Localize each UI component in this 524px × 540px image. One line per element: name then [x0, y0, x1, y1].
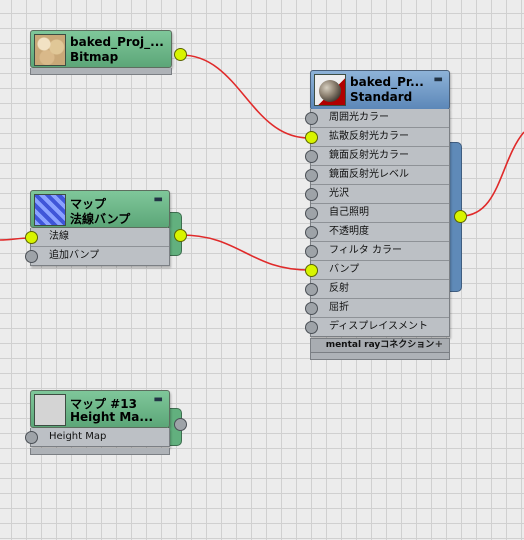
- slot-height-map-port[interactable]: [25, 431, 38, 444]
- material-node[interactable]: baked_Pr... Standard ▬ 周囲光カラー 拡散反射光カラー 鏡…: [305, 70, 467, 362]
- height-map-output-port[interactable]: [174, 418, 187, 431]
- height-map-node-type: Height Ma...: [70, 410, 154, 424]
- slot-normal-port[interactable]: [25, 231, 38, 244]
- normal-bump-slot-list: 法線 追加バンプ: [25, 228, 170, 266]
- slot-opacity-port[interactable]: [305, 226, 318, 239]
- slot-refraction[interactable]: 屈折: [305, 299, 449, 318]
- height-map-node-header[interactable]: マップ #13 Height Ma... ▬: [30, 390, 170, 428]
- material-node-header[interactable]: baked_Pr... Standard ▬: [310, 70, 450, 110]
- material-node-type: Standard: [350, 90, 413, 104]
- bitmap-node-title: baked_Proj_...: [70, 35, 164, 49]
- mental-ray-connection-label: mental rayコネクション: [325, 340, 435, 350]
- normal-bump-node[interactable]: マップ 法線バンプ ▬ 法線 追加バンプ: [25, 190, 187, 270]
- bitmap-node[interactable]: baked_Proj_... Bitmap: [30, 30, 187, 78]
- normal-bump-node-title: マップ: [70, 197, 107, 211]
- slot-reflection[interactable]: 反射: [305, 280, 449, 299]
- height-map-thumbnail: [34, 394, 66, 426]
- slot-bump[interactable]: バンプ: [305, 261, 449, 280]
- slot-opacity[interactable]: 不透明度: [305, 223, 449, 242]
- slot-displacement-port[interactable]: [305, 321, 318, 334]
- normal-bump-output-port[interactable]: [174, 229, 187, 242]
- slot-additional-bump[interactable]: 追加バンプ: [25, 247, 169, 265]
- slot-ambient-color[interactable]: 周囲光カラー: [305, 109, 449, 128]
- slot-additional-bump-port[interactable]: [25, 250, 38, 263]
- normal-bump-minimize-icon[interactable]: ▬: [153, 194, 163, 205]
- slot-reflection-port[interactable]: [305, 283, 318, 296]
- bitmap-output-port[interactable]: [174, 48, 187, 61]
- bitmap-thumbnail: [34, 34, 66, 66]
- slot-displacement[interactable]: ディスプレイスメント: [305, 318, 449, 336]
- slot-refraction-port[interactable]: [305, 302, 318, 315]
- height-map-node-base: [30, 448, 170, 455]
- material-node-base: [310, 353, 450, 360]
- bitmap-node-base: [30, 68, 172, 75]
- normal-bump-node-type: 法線バンプ: [70, 212, 131, 226]
- slot-diffuse-color-port[interactable]: [305, 131, 318, 144]
- material-node-title: baked_Pr...: [350, 75, 424, 89]
- slot-glossiness[interactable]: 光沢: [305, 185, 449, 204]
- slot-ambient-color-port[interactable]: [305, 112, 318, 125]
- slot-self-illumination[interactable]: 自己照明: [305, 204, 449, 223]
- height-map-node-title: マップ #13: [70, 397, 137, 411]
- wire-bitmap-to-diffuse: [180, 54, 310, 139]
- slot-filter-color-port[interactable]: [305, 245, 318, 258]
- material-slot-list: 周囲光カラー 拡散反射光カラー 鏡面反射光カラー 鏡面反射光レベル 光沢 自己照…: [305, 109, 450, 337]
- slot-diffuse-color[interactable]: 拡散反射光カラー: [305, 128, 449, 147]
- slot-specular-color-port[interactable]: [305, 150, 318, 163]
- slot-normal[interactable]: 法線: [25, 228, 169, 247]
- bitmap-node-header[interactable]: baked_Proj_... Bitmap: [30, 30, 172, 68]
- mental-ray-connection-rollout[interactable]: mental rayコネクション +: [310, 338, 450, 353]
- normal-bump-thumbnail: [34, 194, 66, 226]
- normal-bump-node-header[interactable]: マップ 法線バンプ ▬: [30, 190, 170, 228]
- height-map-node[interactable]: マップ #13 Height Ma... ▬ Height Map: [25, 390, 187, 460]
- height-map-slot-list: Height Map: [25, 428, 170, 447]
- material-sphere-icon: [319, 80, 341, 102]
- slot-specular-level-port[interactable]: [305, 169, 318, 182]
- expand-plus-icon[interactable]: +: [434, 339, 443, 350]
- wire-material-out: [460, 131, 524, 217]
- slot-specular-level[interactable]: 鏡面反射光レベル: [305, 166, 449, 185]
- slot-self-illumination-port[interactable]: [305, 207, 318, 220]
- slot-specular-color[interactable]: 鏡面反射光カラー: [305, 147, 449, 166]
- slot-height-map[interactable]: Height Map: [25, 428, 169, 446]
- material-minimize-icon[interactable]: ▬: [433, 74, 443, 85]
- material-output-port[interactable]: [454, 210, 467, 223]
- slot-filter-color[interactable]: フィルタ カラー: [305, 242, 449, 261]
- slot-glossiness-port[interactable]: [305, 188, 318, 201]
- material-sphere-thumbnail: [314, 74, 346, 106]
- wire-bump-to-material: [180, 234, 310, 271]
- slot-bump-port[interactable]: [305, 264, 318, 277]
- height-map-minimize-icon[interactable]: ▬: [153, 394, 163, 405]
- bitmap-node-type: Bitmap: [70, 50, 119, 64]
